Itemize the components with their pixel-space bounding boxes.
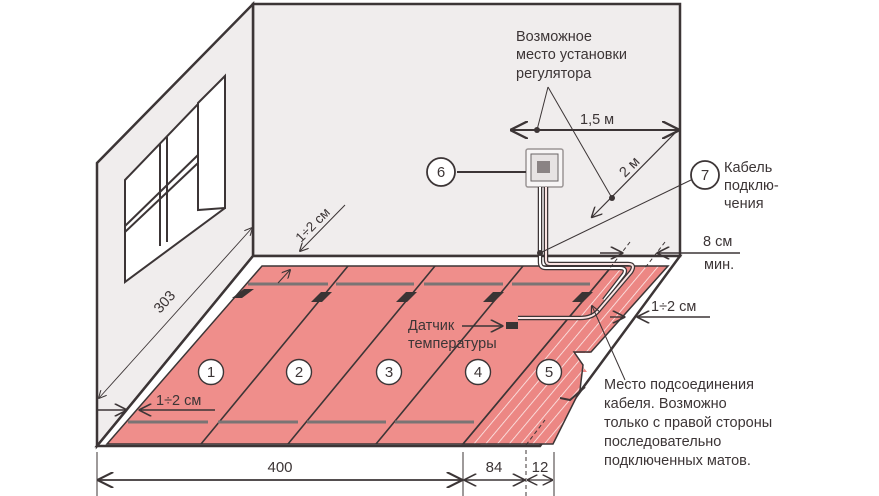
dimension-303	[99, 228, 252, 398]
sensor-label-line-1: Датчик	[408, 318, 455, 334]
regulator-place-line-1: Возможное	[516, 29, 592, 45]
svg-text:5: 5	[545, 364, 553, 381]
gap-8cm-label: 8 см	[703, 234, 732, 250]
gap-8cm-marker	[600, 241, 740, 269]
sensor-label-line-2: температуры	[408, 336, 497, 352]
callout-6-label: 6	[437, 164, 445, 181]
temperature-sensor	[506, 322, 518, 329]
cable-label-line-3: чения	[724, 196, 764, 212]
mat-stripes	[128, 282, 590, 424]
mat-number-5: 5	[535, 358, 563, 386]
dimension-2m	[592, 129, 679, 217]
connection-note-line-3: только с правой стороны	[604, 415, 772, 431]
connection-cable	[518, 187, 636, 321]
callout-7-label: 7	[701, 167, 709, 184]
connection-place-pointer	[592, 306, 626, 381]
gap-right-label: 1÷2 см	[651, 299, 696, 315]
gap-8cm-suffix: мин.	[704, 257, 734, 273]
dimension-84-label: 84	[486, 459, 503, 476]
cable-label-line-2: подклю-	[724, 178, 779, 194]
gap-left-label: 1÷2 см	[156, 393, 201, 409]
connector-4	[483, 292, 504, 302]
floor-notch	[559, 386, 586, 402]
mat-number-3: 3	[375, 358, 403, 386]
bottom-dimensions	[96, 419, 555, 496]
connector-2	[311, 292, 332, 302]
mat-number-2: 2	[285, 358, 313, 386]
svg-text:2: 2	[295, 364, 303, 381]
thermostat	[525, 148, 564, 188]
connection-note-line-2: кабеля. Возможно	[604, 396, 727, 412]
mat-number-1: 1	[197, 358, 225, 386]
dimension-1-5m-label: 1,5 м	[580, 112, 614, 128]
gap-back-marker	[300, 204, 346, 251]
callout-6-circle	[426, 157, 456, 187]
svg-text:4: 4	[474, 364, 482, 381]
dimension-400-label: 400	[267, 459, 292, 476]
regulator-place-line-2: место установки	[516, 47, 627, 63]
dimension-12-label: 12	[532, 459, 549, 476]
connection-note-line-5: подключенных матов.	[604, 453, 751, 469]
connector-3	[396, 292, 417, 302]
svg-text:1: 1	[207, 364, 215, 381]
connection-note-line-4: последовательно	[604, 434, 721, 450]
regulator-place-line-3: регулятора	[516, 66, 592, 82]
connection-note-line-1: Место подсоединения	[604, 377, 754, 393]
connector-5	[572, 292, 593, 302]
svg-text:3: 3	[385, 364, 393, 381]
cable-label-line-1: Кабель	[724, 160, 772, 176]
mat-number-4: 4	[464, 358, 492, 386]
callout-7-circle	[690, 160, 720, 190]
